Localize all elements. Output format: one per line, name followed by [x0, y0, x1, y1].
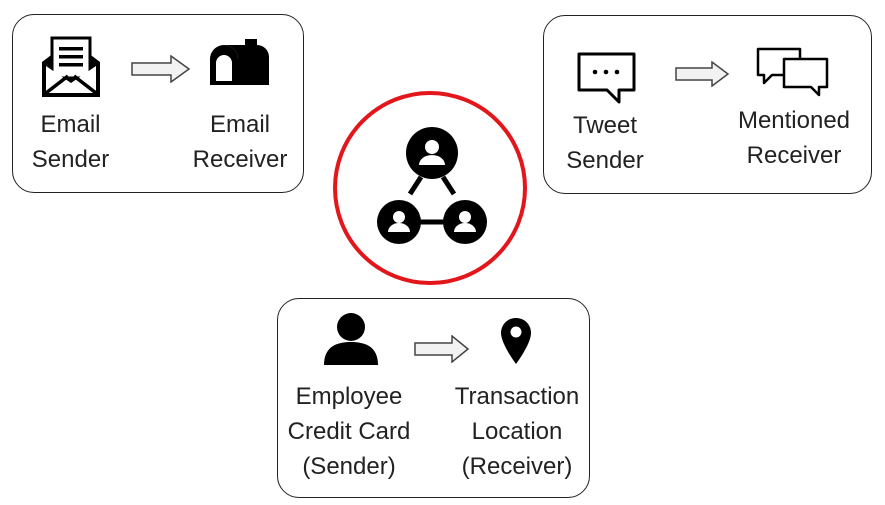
email-receiver-label: Email Receiver: [185, 107, 295, 177]
person-node-top: [406, 127, 458, 179]
right-arrow-icon: [414, 335, 470, 363]
credit-sender-line1: Employee: [295, 383, 403, 410]
mailbox-icon: [210, 39, 269, 85]
tweet-panel: Tweet Sender Mentioned Receiver: [543, 15, 872, 194]
email-sender-label: Email Sender: [13, 107, 128, 177]
credit-sender-line2: Credit Card: [287, 418, 411, 445]
credit-receiver-line2: Location: [471, 418, 563, 445]
network-of-people-icon: [377, 127, 487, 244]
speech-bubble-dots-icon: [577, 52, 636, 104]
right-arrow-icon: [675, 61, 730, 87]
tweet-receiver-line1: Mentioned: [737, 107, 851, 134]
person-node-left: [377, 200, 421, 244]
credit-receiver-line1: Transaction: [454, 383, 580, 410]
tweet-sender-line1: Tweet: [572, 112, 638, 139]
email-sender-line1: Email: [40, 111, 101, 138]
tweet-receiver-label: Mentioned Receiver: [729, 103, 859, 173]
open-envelope-letter-icon: [42, 36, 100, 97]
tweet-sender-line2: Sender: [566, 147, 644, 174]
two-speech-bubbles-icon: [756, 47, 829, 97]
right-arrow-icon: [131, 55, 191, 83]
credit-card-panel: Employee Credit Card (Sender) Transactio…: [277, 298, 590, 498]
location-pin-icon: [501, 318, 531, 364]
credit-receiver-line3: (Receiver): [461, 453, 573, 480]
email-receiver-line2: Receiver: [192, 146, 288, 173]
credit-sender-label: Employee Credit Card (Sender): [284, 379, 414, 484]
credit-receiver-label: Transaction Location (Receiver): [450, 379, 584, 484]
email-panel: Email Sender Email Receiver: [12, 14, 304, 193]
credit-sender-line3: (Sender): [302, 453, 396, 480]
email-receiver-line1: Email: [209, 111, 270, 138]
person-node-right: [443, 200, 487, 244]
tweet-receiver-line2: Receiver: [746, 142, 842, 169]
center-ring: [333, 91, 527, 285]
email-sender-line2: Sender: [31, 146, 110, 173]
tweet-sender-label: Tweet Sender: [550, 108, 660, 178]
person-icon: [324, 313, 378, 365]
